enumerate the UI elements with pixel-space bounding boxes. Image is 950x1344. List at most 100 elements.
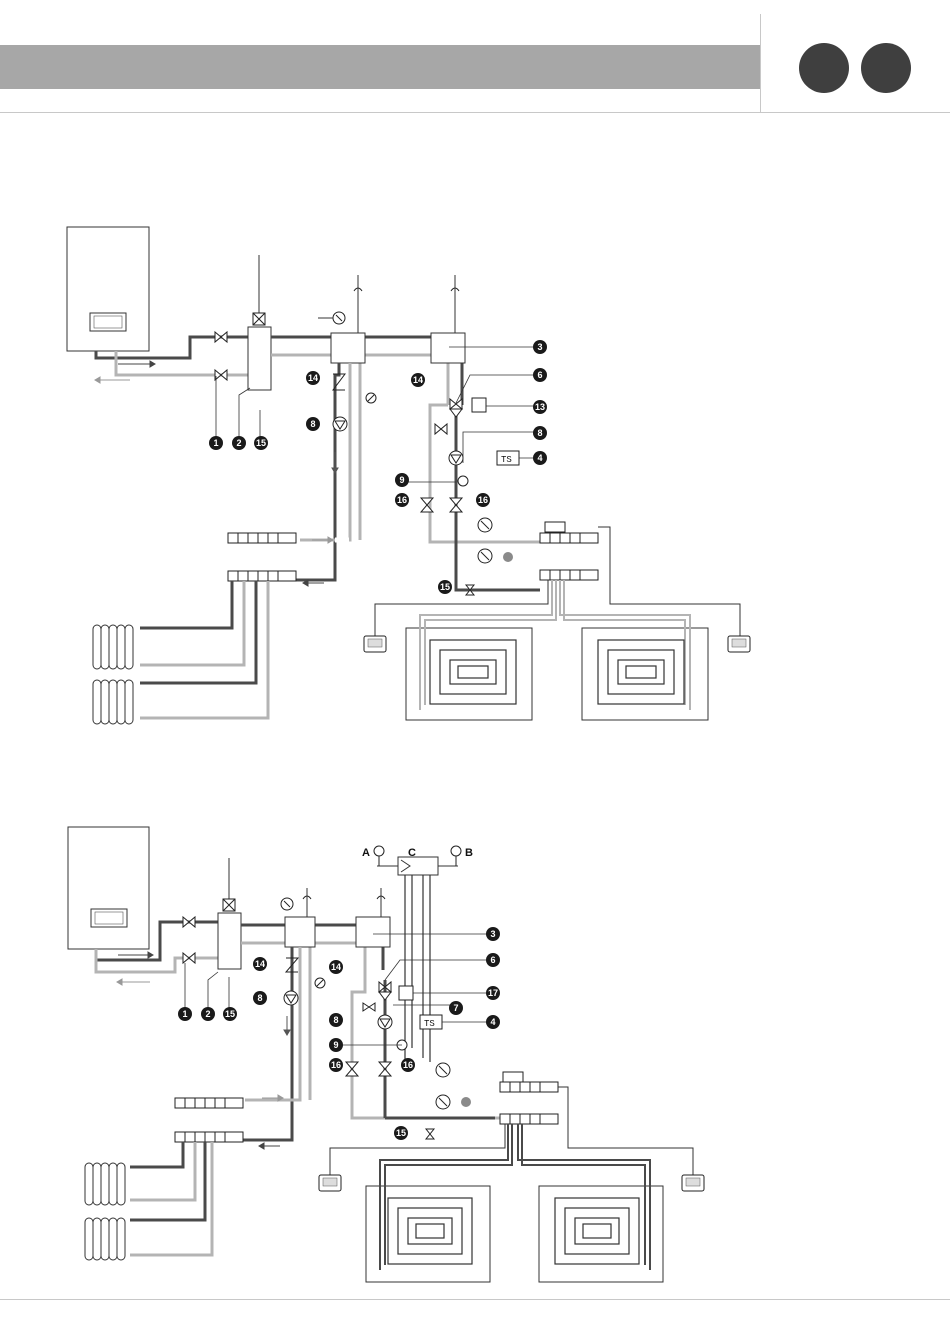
callout-4: 4 bbox=[486, 1015, 500, 1029]
manifold-icon bbox=[175, 1098, 243, 1142]
main-header-pipes bbox=[241, 925, 383, 1100]
boiler-icon bbox=[68, 827, 149, 949]
svg-text:9: 9 bbox=[399, 475, 404, 485]
callout-4: 4 bbox=[533, 451, 547, 465]
callout-17: 17 bbox=[486, 986, 500, 1000]
footer-rule bbox=[0, 1299, 950, 1300]
valve-icon bbox=[215, 370, 227, 380]
callout-2: 2 bbox=[232, 436, 246, 450]
valve-icon bbox=[183, 953, 195, 963]
boiler-icon bbox=[67, 227, 149, 351]
manometer-icon bbox=[318, 312, 345, 324]
svg-text:15: 15 bbox=[396, 1128, 406, 1138]
bypass-valve-icon bbox=[363, 1003, 375, 1011]
section-dot bbox=[861, 43, 911, 93]
floor-loop-icon bbox=[406, 580, 556, 720]
svg-text:8: 8 bbox=[257, 993, 262, 1003]
svg-text:1: 1 bbox=[182, 1009, 187, 1019]
callout-15: 15 bbox=[394, 1126, 408, 1140]
svg-text:3: 3 bbox=[490, 929, 495, 939]
header-rule bbox=[0, 112, 950, 113]
thermometer-icon bbox=[366, 393, 376, 403]
callout-16: 16 bbox=[395, 493, 409, 507]
callout-8: 8 bbox=[253, 991, 267, 1005]
distribution-box bbox=[285, 917, 315, 947]
callout-14: 14 bbox=[411, 373, 425, 387]
distribution-box bbox=[431, 333, 465, 363]
shutoff-valve-icon bbox=[346, 1062, 358, 1076]
manifold-icon bbox=[540, 522, 598, 580]
svg-text:2: 2 bbox=[205, 1009, 210, 1019]
bypass-valve-icon bbox=[435, 424, 447, 434]
header-band bbox=[0, 45, 760, 89]
callout-15: 15 bbox=[438, 580, 452, 594]
callout-15: 15 bbox=[223, 1007, 237, 1021]
return-arrow bbox=[312, 537, 333, 543]
manifold-icon bbox=[228, 533, 296, 581]
ts-sensor: TS bbox=[420, 1015, 442, 1029]
shutoff-valve-icon bbox=[450, 498, 462, 512]
air-vent-icon bbox=[223, 899, 235, 911]
label-a: A bbox=[362, 847, 370, 859]
svg-text:14: 14 bbox=[308, 373, 318, 383]
svg-text:15: 15 bbox=[225, 1009, 235, 1019]
flow-arrow bbox=[332, 452, 338, 473]
pump-icon bbox=[378, 1015, 392, 1029]
room-thermostat-icon bbox=[364, 636, 386, 652]
distribution-box bbox=[356, 917, 390, 947]
callout-16: 16 bbox=[329, 1058, 343, 1072]
room-thermostat-icon bbox=[682, 1175, 704, 1191]
callout-14: 14 bbox=[329, 960, 343, 974]
flow-arrow bbox=[118, 952, 153, 958]
flow-arrow bbox=[259, 1143, 280, 1149]
svg-text:2: 2 bbox=[236, 438, 241, 448]
room-thermostat-icon bbox=[319, 1175, 341, 1191]
callout-2: 2 bbox=[201, 1007, 215, 1021]
distribution-box bbox=[331, 333, 365, 363]
svg-text:3: 3 bbox=[537, 342, 542, 352]
shutoff-valve-icon bbox=[379, 1062, 391, 1076]
callout-8: 8 bbox=[533, 426, 547, 440]
radiator-icon bbox=[93, 625, 133, 669]
svg-text:4: 4 bbox=[537, 453, 542, 463]
flow-arrow bbox=[284, 1016, 290, 1035]
valve-icon bbox=[183, 917, 195, 927]
main-header-pipes bbox=[271, 337, 462, 540]
callout-1: 1 bbox=[178, 1007, 192, 1021]
thermometer-icon bbox=[478, 549, 492, 563]
radiator-circuit-pipes bbox=[240, 947, 300, 1140]
callout-13: 13 bbox=[533, 400, 547, 414]
svg-text:1: 1 bbox=[213, 438, 218, 448]
hydraulic-diagram-2: A B C TS bbox=[0, 800, 950, 1290]
svg-text:7: 7 bbox=[453, 1003, 458, 1013]
floor-circuit-pipes bbox=[352, 970, 500, 1118]
manifold-icon bbox=[500, 1072, 558, 1124]
thermometer-icon bbox=[374, 846, 384, 866]
thermometer-icon bbox=[451, 846, 461, 866]
valve-icon bbox=[215, 332, 227, 342]
callout-7: 7 bbox=[449, 1001, 463, 1015]
air-vent-icon bbox=[253, 313, 265, 325]
section-dot bbox=[799, 43, 849, 93]
svg-text:8: 8 bbox=[537, 428, 542, 438]
callout-16: 16 bbox=[401, 1058, 415, 1072]
drain-valve-icon bbox=[426, 1129, 434, 1139]
label-b: B bbox=[465, 847, 473, 859]
callout-3: 3 bbox=[533, 340, 547, 354]
svg-text:6: 6 bbox=[537, 370, 542, 380]
svg-text:14: 14 bbox=[331, 962, 341, 972]
svg-text:8: 8 bbox=[333, 1015, 338, 1025]
svg-text:TS: TS bbox=[424, 1019, 435, 1029]
actuator-box bbox=[399, 986, 413, 1000]
svg-text:8: 8 bbox=[310, 419, 315, 429]
callout-6: 6 bbox=[533, 368, 547, 382]
thermometer-icon bbox=[478, 518, 492, 532]
svg-text:13: 13 bbox=[535, 402, 545, 412]
callout-15: 15 bbox=[254, 436, 268, 450]
header-divider bbox=[760, 14, 761, 112]
svg-text:16: 16 bbox=[403, 1060, 413, 1070]
callout-9: 9 bbox=[395, 473, 409, 487]
hydraulic-separator bbox=[218, 913, 241, 969]
callout-8: 8 bbox=[329, 1013, 343, 1027]
mixing-valve-icon bbox=[450, 399, 462, 417]
